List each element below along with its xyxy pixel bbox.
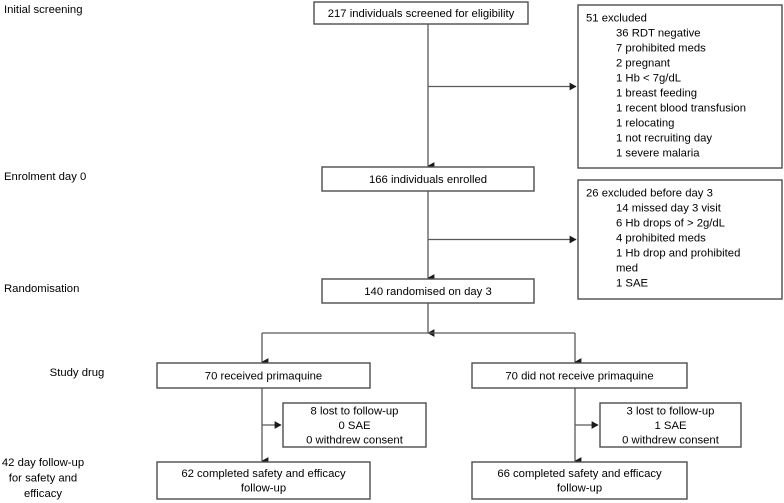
exclusion-item: 6 Hb drops of > 2g/dL xyxy=(616,218,725,230)
exclusion-item: 1 recent blood transfusion xyxy=(616,103,746,115)
exclusion-item: 1 severe malaria xyxy=(616,148,700,160)
node-label: 70 did not receive primaquine xyxy=(505,370,653,382)
node-label: 0 withdrew consent xyxy=(306,434,404,446)
node-label: 8 lost to follow-up xyxy=(311,405,399,417)
exclusion-item: 4 prohibited meds xyxy=(616,233,706,245)
stage-label-initial-screening: Initial screening xyxy=(4,4,83,16)
node-box xyxy=(321,166,535,192)
exclusion-heading: 51 excluded xyxy=(586,13,647,25)
flow-node-enrolled: 166 individuals enrolled xyxy=(321,166,535,192)
node-label: 62 completed safety and efficacy xyxy=(181,468,346,480)
node-label: 166 individuals enrolled xyxy=(369,174,487,186)
node-label: 66 completed safety and efficacy xyxy=(497,468,662,480)
flow-node-not-received-primaquine: 70 did not receive primaquine xyxy=(471,362,688,389)
node-label: 1 SAE xyxy=(654,420,686,432)
exclusion-box-excluded-screening: 51 excluded 36 RDT negative 7 prohibited m… xyxy=(577,4,783,169)
exclusion-item: 14 missed day 3 visit xyxy=(616,203,722,215)
exclusion-item: 1 relocating xyxy=(616,118,674,130)
flow-node-lost-no-primaquine: 3 lost to follow-up 1 SAE 0 withdrew conse… xyxy=(599,402,742,448)
node-box xyxy=(471,362,688,389)
flow-node-completed-primaquine: 62 completed safety and efficacy follow-u… xyxy=(156,461,371,500)
node-box xyxy=(471,461,688,500)
exclusion-item: 36 RDT negative xyxy=(616,28,701,40)
exclusion-item: 1 not recruiting day xyxy=(616,133,712,145)
node-box xyxy=(321,278,535,304)
node-box xyxy=(156,461,371,500)
exclusion-item: 7 prohibited meds xyxy=(616,43,706,55)
exclusion-item: 1 breast feeding xyxy=(616,88,697,100)
stage-label-text: 42 day follow-up xyxy=(2,457,84,469)
node-label: 70 received primaquine xyxy=(205,370,322,382)
exclusion-box-frame xyxy=(577,179,783,300)
exclusion-item: 1 Hb < 7g/dL xyxy=(616,73,681,85)
flow-node-lost-primaquine: 8 lost to follow-up 0 SAE 0 withdrew conse… xyxy=(282,402,427,448)
connector-layer xyxy=(261,24,599,465)
node-label: follow-up xyxy=(241,483,286,495)
exclusion-item: med xyxy=(616,263,638,275)
node-label: 3 lost to follow-up xyxy=(627,405,715,417)
stage-label-text: Initial screening xyxy=(4,4,83,16)
stage-label-study-drug: Study drug xyxy=(50,367,105,379)
flow-node-completed-no-primaquine: 66 completed safety and efficacy follow-u… xyxy=(471,461,688,500)
flow-node-received-primaquine: 70 received primaquine xyxy=(156,362,371,389)
node-label: 140 randomised on day 3 xyxy=(364,286,492,298)
stage-label-text: efficacy xyxy=(24,488,62,500)
exclusion-item: 2 pregnant xyxy=(616,58,671,70)
node-box xyxy=(156,362,371,389)
node-box xyxy=(599,402,742,448)
flow-node-randomised: 140 randomised on day 3 xyxy=(321,278,535,304)
exclusion-box-excluded-before-day-3: 26 excluded before day 3 14 missed day 3 … xyxy=(577,179,783,300)
exclusion-box-frame xyxy=(577,4,783,169)
stage-label-enrolment-day-0: Enrolment day 0 xyxy=(4,171,86,183)
exclusion-item: 1 SAE xyxy=(616,278,648,290)
stage-label-day-42-followup: 42 day follow-up for safety and efficacy xyxy=(2,457,84,500)
flow-node-screened: 217 individuals screened for eligibility xyxy=(313,1,529,25)
node-box xyxy=(282,402,427,448)
node-label: 0 withdrew consent xyxy=(622,434,720,446)
exclusion-item: 1 Hb drop and prohibited xyxy=(616,248,740,260)
stage-label-text: Study drug xyxy=(50,367,105,379)
node-box xyxy=(313,1,529,25)
node-label: follow-up xyxy=(557,483,602,495)
stage-label-text: for safety and xyxy=(9,473,77,485)
node-label: 0 SAE xyxy=(338,420,370,432)
stage-label-text: Randomisation xyxy=(4,283,79,295)
node-layer: 217 individuals screened for eligibility… xyxy=(156,1,742,500)
node-label: 217 individuals screened for eligibility xyxy=(328,8,515,20)
exclusion-layer: 51 excluded 36 RDT negative 7 prohibited m… xyxy=(577,4,783,300)
exclusion-heading: 26 excluded before day 3 xyxy=(586,188,713,200)
stage-label-randomisation: Randomisation xyxy=(4,283,79,295)
stage-label-text: Enrolment day 0 xyxy=(4,171,86,183)
